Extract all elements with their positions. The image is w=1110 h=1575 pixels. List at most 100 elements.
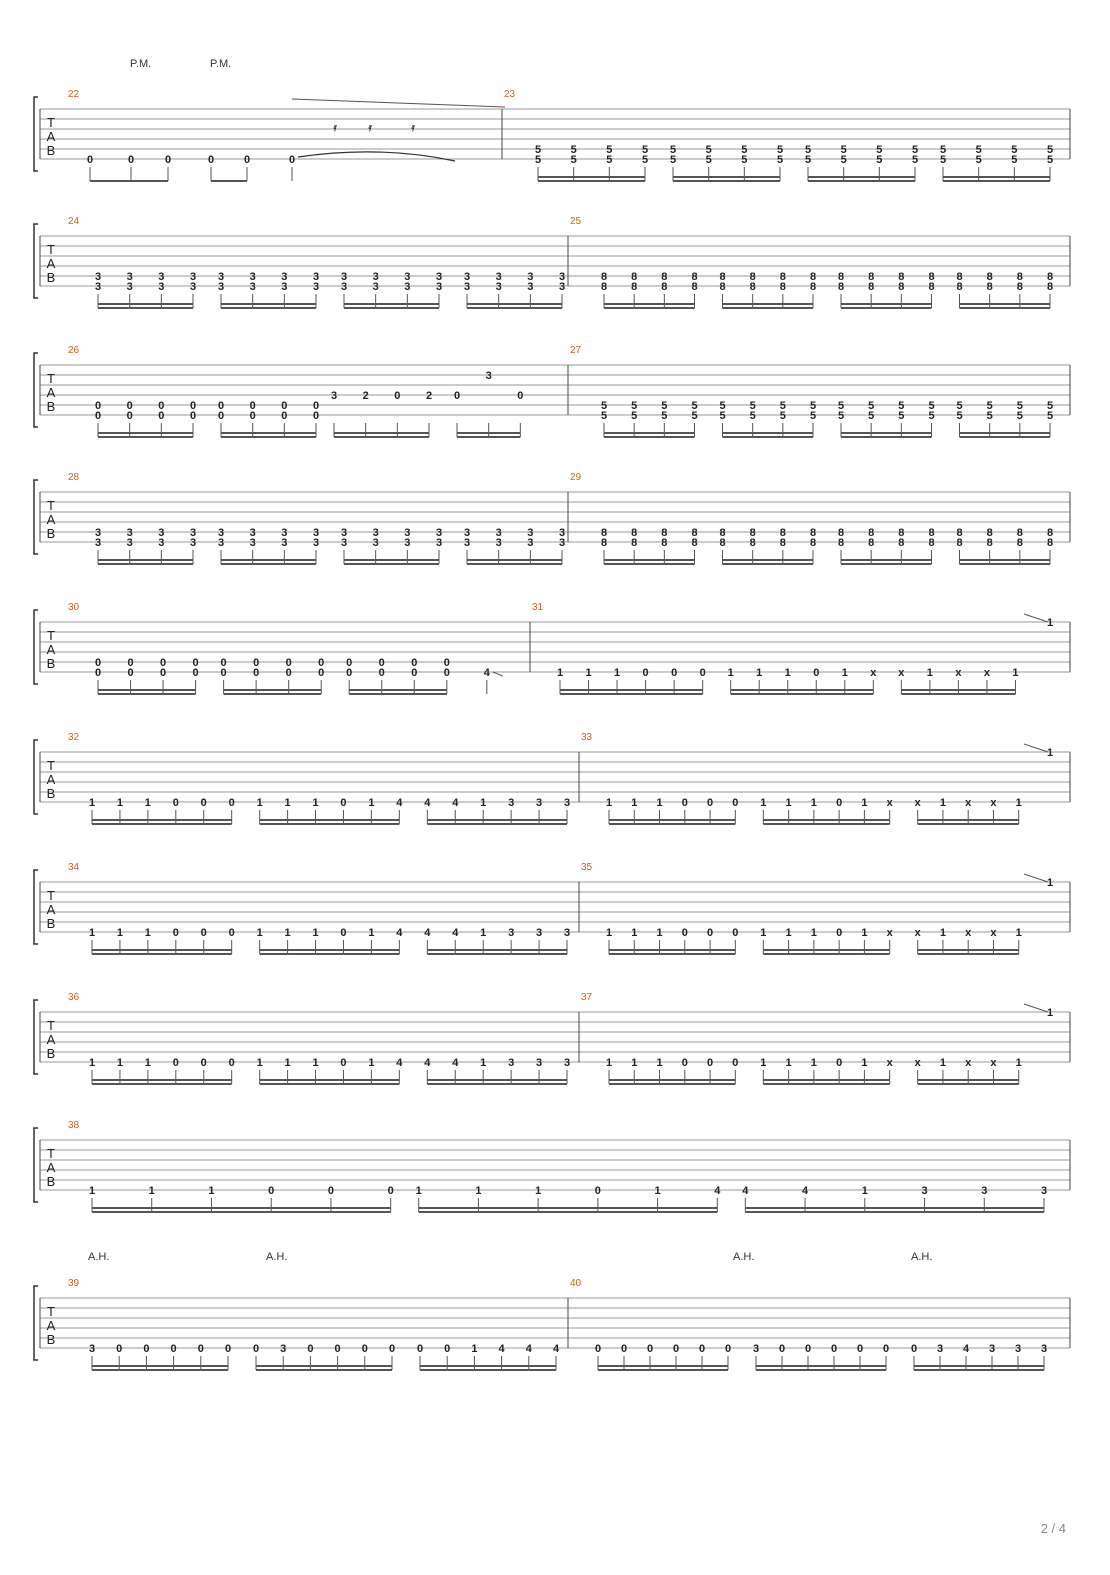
fret-number: 3 [280,1343,286,1355]
rest-symbol: 𝄿 [410,122,415,134]
fret-number: 3 [527,527,533,539]
fret-number: 1 [368,1057,374,1069]
fret-number: 5 [841,154,847,166]
fret-number: 3 [527,281,533,293]
fret-number: x [915,1057,922,1069]
fret-number: 0 [454,390,460,402]
fret-number: 8 [838,271,844,283]
fret-number: 0 [116,1343,122,1355]
tab-clef-letter: B [47,916,56,931]
fret-number: 0 [379,657,385,669]
measure-number: 29 [570,472,582,483]
fret-number: 0 [595,1185,601,1197]
tab-clef-letter: A [47,1160,56,1175]
fret-number: 8 [750,527,756,539]
fret-number: 8 [956,271,962,283]
fret-number: 0 [779,1343,785,1355]
fret-number: 3 [508,797,514,809]
tab-clef-letter: A [47,772,56,787]
tab-clef-letter: B [47,399,56,414]
measure-number: 38 [68,1120,80,1131]
fret-number: 3 [250,527,256,539]
fret-number: 3 [250,281,256,293]
fret-number: 8 [631,281,637,293]
fret-number: 8 [1047,271,1053,283]
fret-number: 0 [218,410,224,422]
slide-mark [492,671,504,677]
fret-number: 8 [631,527,637,539]
fret-number: 0 [394,390,400,402]
fret-number: 1 [940,927,946,939]
fret-number: 4 [526,1343,533,1355]
tab-clef-letter: T [47,498,55,513]
fret-number: 4 [484,667,491,679]
fret-number: 5 [780,400,786,412]
fret-number: 8 [838,281,844,293]
fret-number: 0 [328,1185,334,1197]
fret-number: 3 [331,390,337,402]
fret-number: 0 [218,400,224,412]
fret-number: 0 [671,667,677,679]
fret-number: 8 [750,281,756,293]
fret-number: 8 [987,271,993,283]
fret-number: 1 [811,927,817,939]
fret-number: 8 [956,537,962,549]
fret-number: 0 [388,1185,394,1197]
fret-number: 0 [340,1057,346,1069]
fret-number: 5 [691,410,697,422]
fret-number: 1 [535,1185,541,1197]
fret-number: 3 [341,271,347,283]
fret-number: 8 [780,527,786,539]
fret-number: 0 [318,667,324,679]
fret-number: 8 [719,271,725,283]
tab-clef-letter: A [47,1318,56,1333]
fret-number: 0 [883,1343,889,1355]
fret-number: 3 [95,281,101,293]
fret-number: 3 [559,271,565,283]
fret-number: 0 [836,927,842,939]
fret-number: 8 [810,537,816,549]
fret-number: 5 [805,154,811,166]
fret-number: 3 [158,271,164,283]
fret-number: 3 [527,271,533,283]
fret-number: 1 [756,667,762,679]
fret-number: 5 [631,400,637,412]
fret-number: 3 [373,537,379,549]
fret-number: 0 [173,797,179,809]
fret-number: 3 [250,537,256,549]
fret-number: 8 [956,527,962,539]
fret-number: 5 [912,154,918,166]
fret-number: 8 [868,537,874,549]
fret-number: 5 [928,410,934,422]
fret-number: 3 [436,537,442,549]
fret-number: 1 [208,1185,214,1197]
fret-number: 0 [673,1343,679,1355]
fret-number: 5 [868,400,874,412]
fret-number: 8 [1047,527,1053,539]
fret-number: 1 [606,1057,612,1069]
fret-number: 8 [956,281,962,293]
fret-number: 0 [193,667,199,679]
staff-bracket [33,223,38,299]
measure-number: 27 [570,345,582,356]
technique-annotation: A.H. [88,1251,109,1263]
fret-number: 5 [661,400,667,412]
fret-number: 0 [707,797,713,809]
fret-number: 3 [190,527,196,539]
fret-number: 3 [496,527,502,539]
fret-number: 8 [661,271,667,283]
fret-number: 4 [452,1057,459,1069]
fret-number: 3 [95,271,101,283]
fret-number: 3 [158,281,164,293]
fret-number: 0 [193,657,199,669]
fret-number: x [887,797,894,809]
fret-number: 0 [127,400,133,412]
fret-number: 1 [117,797,123,809]
fret-number: 1 [368,797,374,809]
fret-number: 0 [707,927,713,939]
slide-out-mark [1023,1003,1049,1013]
fret-number: 8 [691,527,697,539]
fret-number: 4 [396,1057,403,1069]
fret-number: 0 [444,657,450,669]
